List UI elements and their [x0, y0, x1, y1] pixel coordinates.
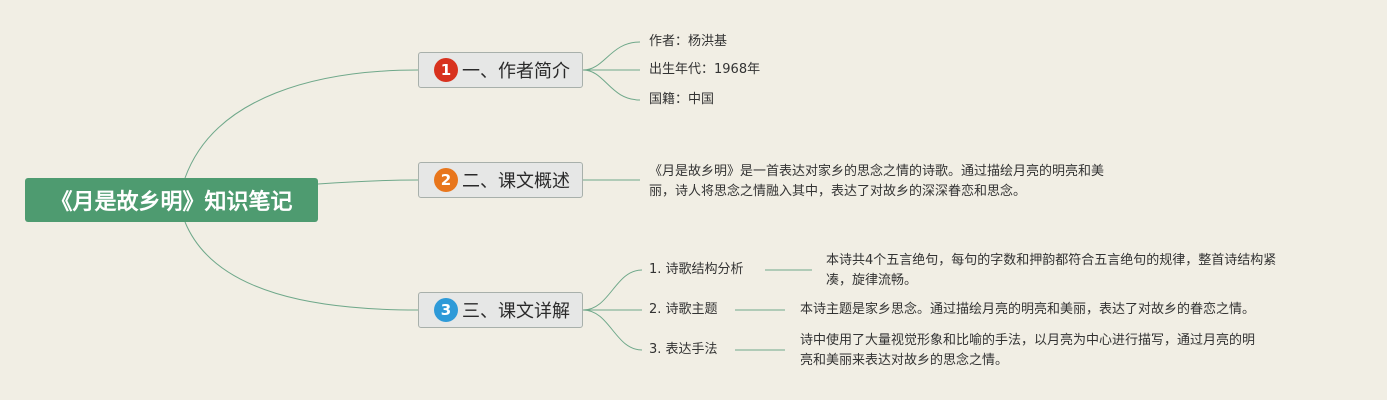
subtopic-theme[interactable]: 2. 诗歌主题	[649, 302, 718, 317]
number-2-icon: 2	[434, 168, 458, 192]
connector-branch3-technique	[582, 309, 643, 351]
branch-author-intro[interactable]: 1 一、作者简介	[418, 52, 583, 88]
technique-line-2: 亮和美丽来表达对故乡的思念之情。	[800, 353, 1009, 368]
technique-description[interactable]: 诗中使用了大量视觉形象和比喻的手法，以月亮为中心进行描写，通过月亮的明 亮和美丽…	[800, 331, 1255, 371]
technique-line-1: 诗中使用了大量视觉形象和比喻的手法，以月亮为中心进行描写，通过月亮的明	[800, 333, 1256, 348]
connector-root-branch-3	[184, 221, 419, 311]
structure-description[interactable]: 本诗共4个五言绝句，每句的字数和押韵都符合五言绝句的规律，整首诗结构紧 凑，旋律…	[826, 251, 1276, 291]
leaf-birth-year[interactable]: 出生年代：1968年	[649, 62, 761, 77]
overview-line-2: 丽，诗人将思念之情融入其中，表达了对故乡的深深眷恋和思念。	[649, 184, 1027, 199]
branch-author-intro-label: 一、作者简介	[462, 61, 570, 82]
overview-description[interactable]: 《月是故乡明》是一首表达对家乡的思念之情的诗歌。通过描绘月亮的明亮和美 丽，诗人…	[649, 162, 1104, 202]
connector-root-branch-2	[317, 179, 419, 185]
leaf-nationality[interactable]: 国籍：中国	[649, 92, 715, 107]
branch-text-overview-label: 二、课文概述	[462, 171, 570, 192]
overview-line-1: 《月是故乡明》是一首表达对家乡的思念之情的诗歌。通过描绘月亮的明亮和美	[649, 164, 1105, 179]
number-3-icon: 3	[434, 298, 458, 322]
connector-branch3-structure	[582, 269, 643, 311]
leaf-author[interactable]: 作者：杨洪基	[649, 34, 728, 49]
root-node[interactable]: 《月是故乡明》知识笔记	[25, 178, 318, 222]
branch-text-overview[interactable]: 2 二、课文概述	[418, 162, 583, 198]
subtopic-structure[interactable]: 1. 诗歌结构分析	[649, 262, 744, 277]
subtopic-technique[interactable]: 3. 表达手法	[649, 342, 718, 357]
connector-root-branch-1	[184, 69, 419, 179]
structure-line-1: 本诗共4个五言绝句，每句的字数和押韵都符合五言绝句的规律，整首诗结构紧	[826, 253, 1277, 268]
connector-branch1-nation	[582, 69, 641, 101]
theme-description[interactable]: 本诗主题是家乡思念。通过描绘月亮的明亮和美丽，表达了对故乡的眷恋之情。	[800, 300, 1255, 320]
connector-branch1-author	[582, 41, 641, 71]
branch-text-detail-label: 三、课文详解	[462, 301, 570, 322]
structure-line-2: 凑，旋律流畅。	[826, 273, 918, 288]
root-title: 《月是故乡明》知识笔记	[50, 190, 293, 215]
branch-text-detail[interactable]: 3 三、课文详解	[418, 292, 583, 328]
number-1-icon: 1	[434, 58, 458, 82]
theme-line-1: 本诗主题是家乡思念。通过描绘月亮的明亮和美丽，表达了对故乡的眷恋之情。	[800, 302, 1256, 317]
